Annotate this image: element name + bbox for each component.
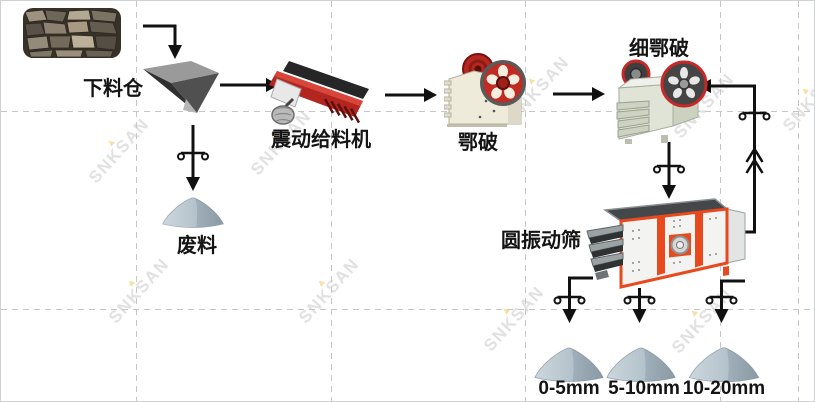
grid-line-vertical [798, 1, 799, 401]
raw-material-photo [23, 8, 121, 58]
waste-pile-cone [162, 197, 224, 228]
belt-conveyor-symbol [623, 295, 656, 305]
product-pile-cone-5-10mm [606, 347, 676, 382]
line-screen-to-product1 [568, 276, 593, 310]
belt-conveyor-symbol [705, 295, 738, 305]
vibrating-feeder-illustration [269, 61, 369, 125]
grid-line-horizontal [1, 111, 814, 112]
line-screen-to-product3 [720, 279, 745, 310]
jaw-crusher-label: 鄂破 [458, 132, 498, 154]
feeding-bin-hopper [143, 61, 219, 113]
belt-conveyor-symbols [177, 111, 771, 305]
belt-conveyor-symbol [553, 295, 586, 305]
fine-jaw-crusher-illustration [616, 59, 708, 144]
feeding-bin-label: 下料仓 [83, 78, 143, 100]
product-label-5-10mm: 5-10mm [608, 378, 680, 399]
arrowhead-down [562, 309, 577, 323]
arrowhead-right [424, 88, 437, 102]
arrow-photo-to-bin [143, 24, 177, 47]
jaw-crusher-illustration [444, 53, 526, 127]
belt-conveyor-symbol [653, 164, 685, 174]
vibrating-feeder-label: 震动给料机 [271, 129, 371, 151]
product-label-0-5mm: 0-5mm [538, 378, 600, 399]
product-pile-cone-0-5mm [534, 347, 604, 382]
grid-line-horizontal [1, 309, 814, 310]
waste-pile-label: 废料 [177, 235, 217, 257]
arrowhead-right [592, 87, 605, 101]
vibrating-screen-label: 圆振动筛 [501, 230, 581, 252]
product-pile-cone-10-20mm [688, 347, 760, 383]
product-label-10-20mm: 10-20mm [682, 378, 766, 399]
arrowheads [168, 45, 729, 323]
recycle-up-chevrons [745, 146, 764, 174]
vibrating-screen-illustration [586, 198, 746, 289]
belt-conveyor-symbol [177, 151, 209, 161]
arrowhead-down [632, 309, 647, 323]
grid-line-vertical [136, 1, 137, 401]
fine-jaw-crusher-label: 细鄂破 [629, 38, 689, 60]
arrowhead-down [168, 45, 182, 59]
grid-line-vertical [720, 1, 721, 401]
belt-conveyor-symbol [738, 111, 771, 121]
grid-line-vertical [525, 1, 526, 401]
arrowhead-down [662, 185, 676, 199]
arrowhead-down [186, 177, 200, 191]
grid-line-vertical [331, 1, 332, 401]
arrowhead-down [714, 309, 729, 323]
